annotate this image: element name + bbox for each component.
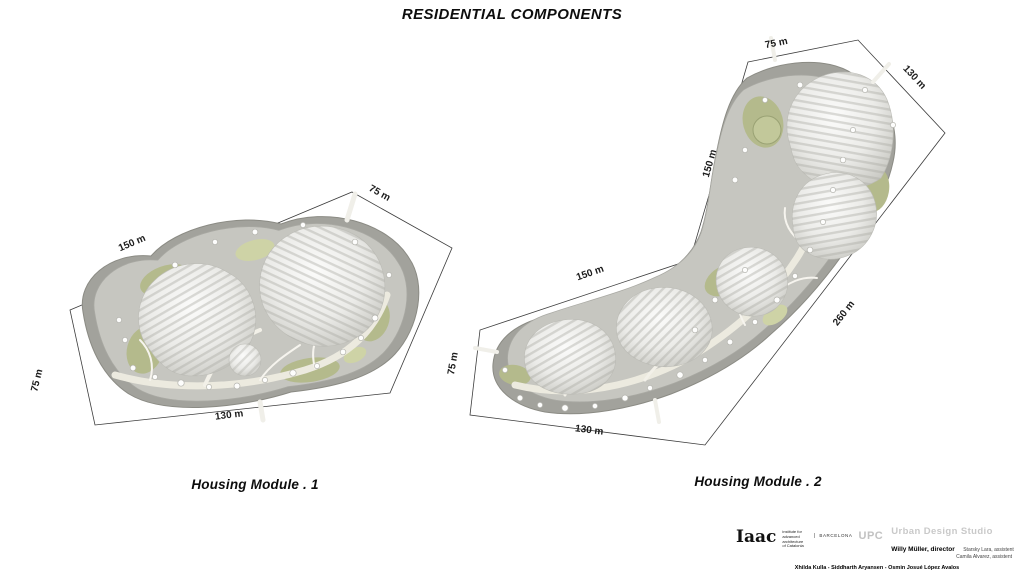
module-2-caption: Housing Module . 2 <box>694 474 822 489</box>
page-title: RESIDENTIAL COMPONENTS <box>401 6 623 23</box>
module-1-dome-small <box>228 343 262 377</box>
footer-logo-row: Iaac institute for advanced architecture… <box>736 527 1018 561</box>
module-1-trees <box>116 222 392 390</box>
module-2-trees <box>502 81 896 412</box>
barcelona-label: BARCELONA <box>814 533 852 538</box>
module-1-dome-left <box>138 263 256 377</box>
iaac-logo: Iaac <box>736 527 777 547</box>
module-2-dome-mid <box>791 172 877 260</box>
module-2-render <box>469 36 946 446</box>
studio-block: Urban Design Studio Willy Müller, direct… <box>891 527 1018 561</box>
upc-logo: UPC <box>858 530 884 542</box>
module-1-caption: Housing Module . 1 <box>191 477 319 492</box>
footer: Iaac institute for advanced architecture… <box>736 527 1018 571</box>
dimension-label-m1-w: 75 m <box>29 368 46 393</box>
module-1-dome-right <box>259 225 386 347</box>
student-credits: Xhilda Kulla - Siddharth Aryansen - Osmi… <box>794 564 960 571</box>
iaac-logo-description: institute for advanced architecture of C… <box>782 529 804 549</box>
module-1-render <box>69 191 453 426</box>
module-2-dome-lower-mid <box>616 287 713 368</box>
assistant-1: Starsky Lara, assistent <box>963 546 1014 553</box>
director-row: Willy Müller, director Starsky Lara, ass… <box>891 538 1018 556</box>
module-2-dome-top <box>786 71 894 190</box>
studio-logo: Urban Design Studio <box>891 526 993 537</box>
assistant-2: Camila Alvarez, assistent <box>956 554 1012 561</box>
module-1-access-stubs <box>257 191 358 423</box>
module-2-boundary <box>469 39 946 446</box>
module-2-dome-bend <box>715 246 788 317</box>
module-2-dome-lower-left <box>524 319 616 395</box>
director-name: Willy Müller, director <box>891 545 955 553</box>
module-2-access-stubs <box>473 36 891 424</box>
